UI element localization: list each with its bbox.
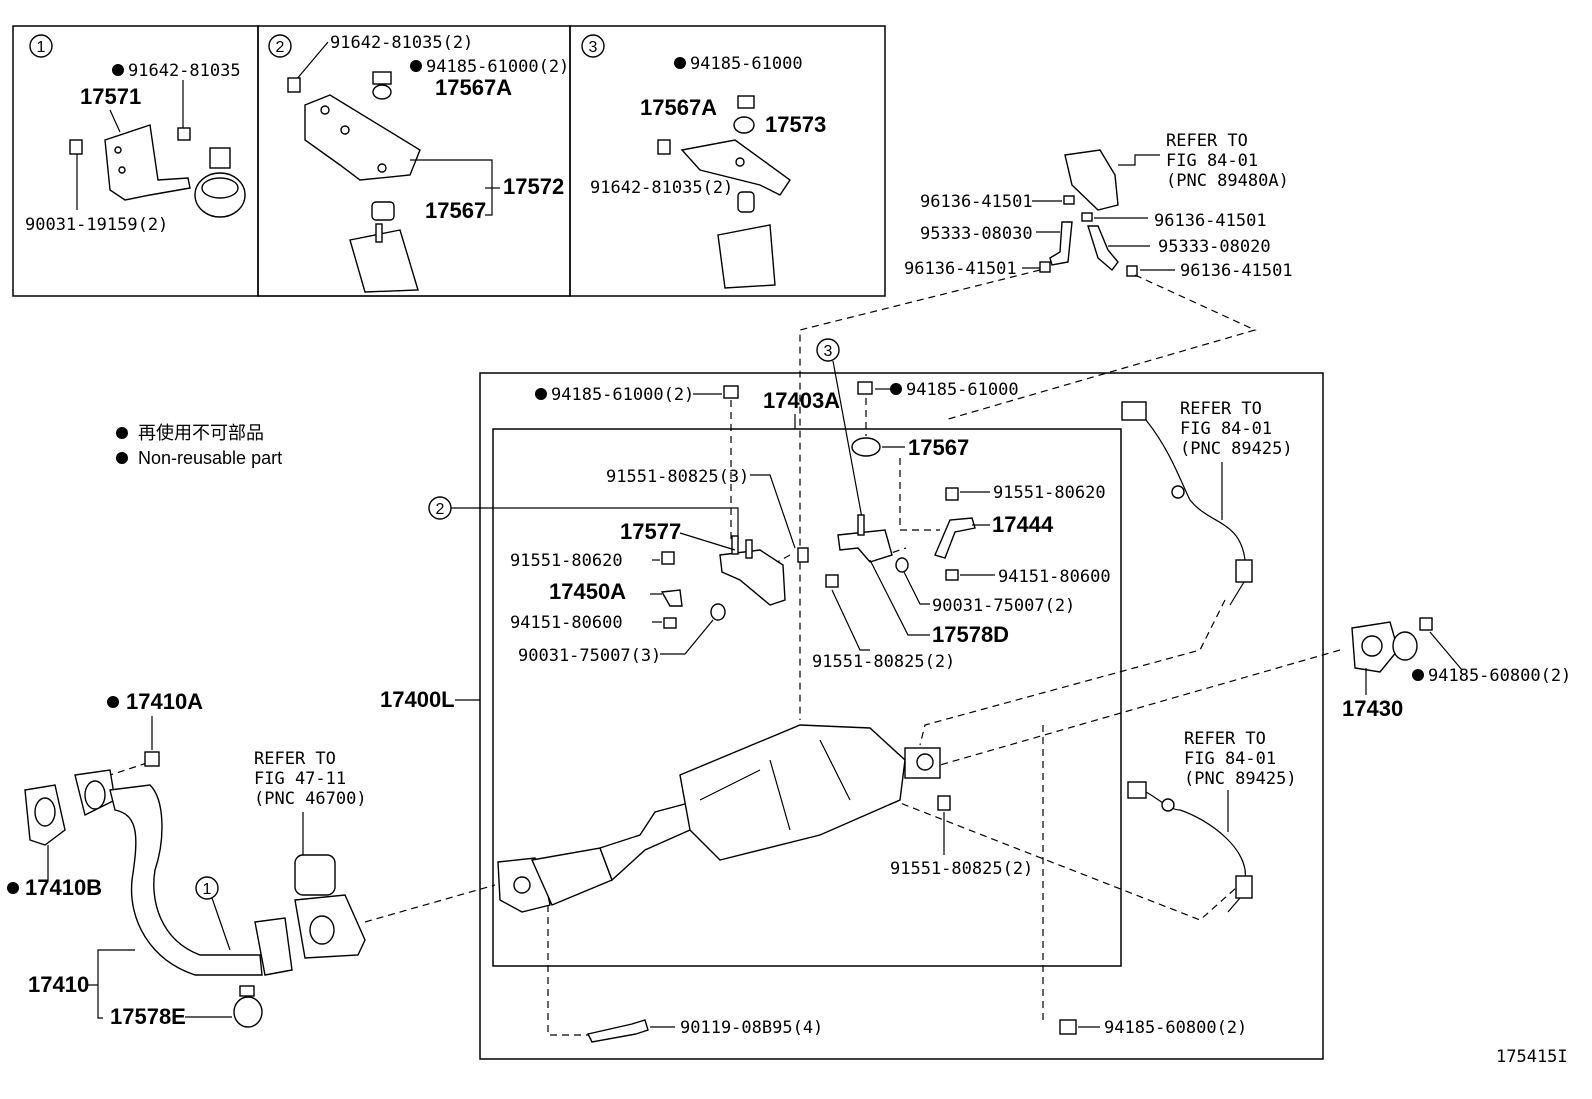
- legend-english: Non-reusable part: [138, 448, 282, 468]
- callout-91551-80825-2b: 91551-80825(2): [890, 795, 1033, 879]
- label-17567A: 17567A: [435, 75, 512, 100]
- label-91551-80825-2a: 91551-80825(2): [812, 652, 955, 672]
- label-91551-80620-a: 91551-80620: [510, 551, 623, 571]
- label-17567A-inset3: 17567A: [640, 95, 717, 120]
- vacuum-hose-group: REFER TO FIG 84-01 (PNC 89480A) 96136-41…: [904, 131, 1293, 281]
- label-17578D: 17578D: [932, 622, 1009, 647]
- svg-text:REFER TO: REFER TO: [1180, 399, 1262, 419]
- label-94185-61000-2: 94185-61000(2): [426, 57, 569, 77]
- svg-text:(PNC 89480A): (PNC 89480A): [1166, 171, 1289, 191]
- bracket-17578D: 91551-80825(2) 17578D 90031-75007(2) 915…: [812, 483, 1111, 672]
- svg-text:2: 2: [276, 39, 285, 56]
- legend: 再使用不可部品 Non-reusable part: [116, 423, 282, 468]
- assembly-17400L-box: [479, 372, 1324, 1060]
- bracket-17577: 91551-80825(3) 17577 91551-80620 17450A …: [510, 467, 809, 666]
- svg-text:FIG 47-11: FIG 47-11: [254, 769, 346, 789]
- svg-text:1: 1: [203, 881, 212, 898]
- svg-text:1: 1: [37, 39, 46, 56]
- egr-component: REFER TO FIG 47-11 (PNC 46700): [254, 749, 367, 959]
- label-17444: 17444: [992, 512, 1054, 537]
- label-91642-81035: 91642-81035: [128, 61, 241, 81]
- figure-id: 175415I: [1496, 1047, 1568, 1067]
- svg-text:REFER TO: REFER TO: [1184, 729, 1266, 749]
- label-94151-80600-b: 94151-80600: [998, 567, 1111, 587]
- svg-text:REFER TO: REFER TO: [1166, 131, 1248, 151]
- label-94151-80600-a: 94151-80600: [510, 613, 623, 633]
- inset-3-drawing: 94185-61000 17567A 17573 91642-81035(2): [590, 54, 826, 289]
- callout-94185-60800-2b: 94185-60800(2): [1059, 1018, 1247, 1038]
- label-96136-41501-c: 96136-41501: [904, 259, 1017, 279]
- label-95333-08020: 95333-08020: [1158, 237, 1271, 257]
- inset-3-box: [569, 25, 886, 297]
- inset-2-drawing: 91642-81035(2) 94185-61000(2) 17567A 175…: [287, 33, 569, 293]
- inset-1-drawing: 91642-81035 17571 90031-19159(2): [25, 61, 246, 235]
- legend-japanese: 再使用不可部品: [138, 423, 264, 443]
- label-91642-81035-2: 91642-81035(2): [330, 33, 473, 53]
- svg-text:REFER TO: REFER TO: [254, 749, 336, 769]
- label-90031-75007-3: 90031-75007(3): [518, 646, 661, 666]
- ref-89480a: REFER TO FIG 84-01 (PNC 89480A): [1166, 131, 1289, 191]
- label-17410A: 17410A: [126, 689, 203, 714]
- label-94185-61000: 94185-61000: [690, 54, 803, 74]
- label-17410B: 17410B: [25, 875, 102, 900]
- inset-panels: [12, 25, 886, 297]
- label-94185-61000-main: 94185-61000: [906, 380, 1019, 400]
- label-90119-08B95-4: 90119-08B95(4): [680, 1018, 823, 1038]
- label-17567-main: 17567: [908, 435, 969, 460]
- label-17403A: 17403A: [763, 388, 840, 413]
- svg-text:3: 3: [824, 343, 833, 360]
- oxygen-sensor-bottom: REFER TO FIG 84-01 (PNC 89425): [1127, 729, 1297, 913]
- label-17567: 17567: [425, 198, 486, 223]
- svg-text:(PNC 89425): (PNC 89425): [1180, 439, 1293, 459]
- inset-1-number: 1: [29, 34, 53, 58]
- catalytic-converter-17400L: 17400L: [380, 687, 941, 913]
- label-17573: 17573: [765, 112, 826, 137]
- svg-text:FIG 84-01: FIG 84-01: [1180, 419, 1272, 439]
- assembly-17403A-box: [492, 428, 1122, 967]
- svg-text:(PNC 46700): (PNC 46700): [254, 789, 367, 809]
- label-90031-75007-2: 90031-75007(2): [932, 596, 1075, 616]
- label-17450A: 17450A: [549, 579, 626, 604]
- part-17567-grommet: [851, 437, 881, 457]
- label-17410: 17410: [28, 972, 89, 997]
- callout-90119-08B95: 90119-08B95(4): [586, 1018, 823, 1043]
- label-91642-81035-2-inset3: 91642-81035(2): [590, 178, 733, 198]
- svg-text:(PNC 89425): (PNC 89425): [1184, 769, 1297, 789]
- svg-text:FIG 84-01: FIG 84-01: [1184, 749, 1276, 769]
- label-96136-41501-d: 96136-41501: [1180, 261, 1293, 281]
- label-17430: 17430: [1342, 696, 1403, 721]
- svg-text:2: 2: [436, 501, 445, 518]
- label-91551-80825-3: 91551-80825(3): [606, 467, 749, 487]
- inset-2-number: 2: [268, 34, 292, 58]
- front-pipe-17410: 17410A 17410B 1 17410 17578E: [7, 689, 293, 1029]
- label-94185-60800-2a: 94185-60800(2): [1428, 666, 1571, 686]
- inset-3-number: 3: [581, 34, 605, 58]
- label-17571: 17571: [80, 84, 141, 109]
- label-17572: 17572: [503, 174, 564, 199]
- label-95333-08030: 95333-08030: [920, 224, 1033, 244]
- label-96136-41501-a: 96136-41501: [920, 192, 1033, 212]
- flange-17430: 94185-60800(2) 17430: [1342, 617, 1571, 721]
- label-90031-19159: 90031-19159(2): [25, 215, 168, 235]
- label-17578E: 17578E: [110, 1004, 186, 1029]
- label-94185-60800-2b: 94185-60800(2): [1104, 1018, 1247, 1038]
- marker-2: 2: [428, 496, 739, 540]
- label-91551-80620-b: 91551-80620: [993, 483, 1106, 503]
- callout-94185-61000-2: 94185-61000(2): [535, 385, 739, 405]
- oxygen-sensor-top: REFER TO FIG 84-01 (PNC 89425): [1121, 399, 1293, 606]
- label-94185-61000-2-main: 94185-61000(2): [551, 385, 694, 405]
- label-96136-41501-b: 96136-41501: [1154, 211, 1267, 231]
- callout-94185-61000: 94185-61000: [857, 380, 1019, 400]
- marker-3: 3: [816, 338, 863, 519]
- label-17577: 17577: [620, 519, 681, 544]
- label-91551-80825-2b: 91551-80825(2): [890, 859, 1033, 879]
- svg-text:FIG 84-01: FIG 84-01: [1166, 151, 1258, 171]
- svg-text:3: 3: [589, 39, 598, 56]
- label-17400L: 17400L: [380, 687, 455, 712]
